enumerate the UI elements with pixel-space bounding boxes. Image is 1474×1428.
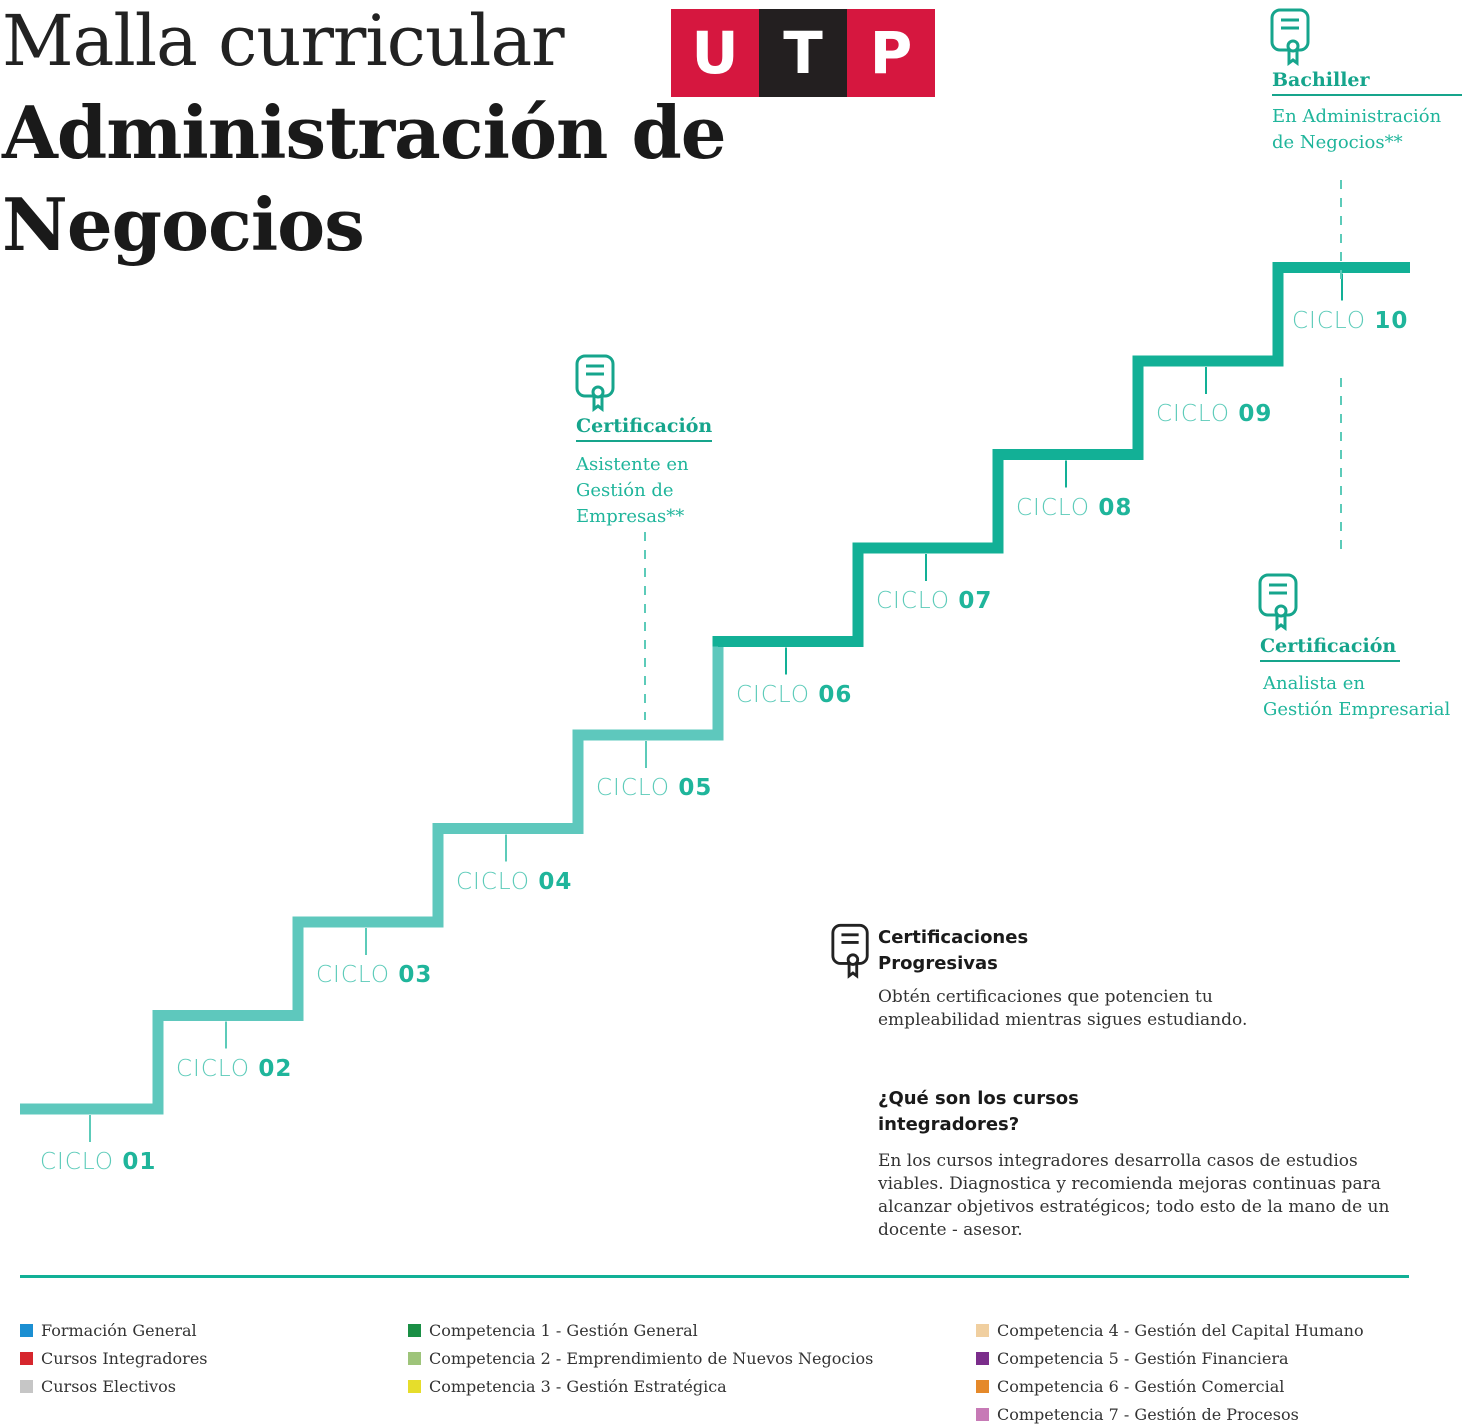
legend-swatch xyxy=(20,1379,33,1393)
staircase-path-cycles-6-10 xyxy=(712,262,1410,647)
utp-logo: U T P xyxy=(671,9,935,97)
legend-swatch xyxy=(20,1351,33,1365)
cert-progresivas-heading: Certificaciones Progresivas xyxy=(878,927,1029,974)
cycle-label-6: CICLO 06 xyxy=(736,681,853,708)
legend-swatch xyxy=(408,1351,421,1365)
certificate-icon xyxy=(831,923,869,979)
legend-label: Competencia 6 - Gestión Comercial xyxy=(997,1376,1285,1396)
cycle-label-2: CICLO 02 xyxy=(176,1055,293,1082)
legend-swatch xyxy=(20,1323,33,1337)
legend-item: Competencia 4 - Gestión del Capital Huma… xyxy=(976,1316,1364,1344)
cert-title-analista: Certificación xyxy=(1260,635,1400,662)
legend-item: Cursos Integradores xyxy=(20,1344,208,1372)
cert-title-bachiller: Bachiller xyxy=(1272,69,1462,96)
cycle-label-8: CICLO 08 xyxy=(1016,494,1133,521)
cycle-label-3: CICLO 03 xyxy=(316,962,433,988)
logo-letter-t: T xyxy=(759,9,847,97)
legend-item: Competencia 3 - Gestión Estratégica xyxy=(408,1372,873,1400)
staircase-diagram xyxy=(20,180,1410,1142)
legend-item: Competencia 1 - Gestión General xyxy=(408,1316,873,1344)
legend-label: Competencia 3 - Gestión Estratégica xyxy=(429,1376,727,1396)
title-line-3: Negocios xyxy=(2,182,365,267)
legend-label: Cursos Integradores xyxy=(41,1348,208,1368)
legend-swatch xyxy=(408,1323,421,1337)
cycle-label-4: CICLO 04 xyxy=(456,868,573,895)
legend-swatch xyxy=(976,1407,989,1421)
legend-item: Cursos Electivos xyxy=(20,1372,208,1400)
legend-item: Competencia 7 - Gestión de Procesos xyxy=(976,1400,1364,1428)
cycle-label-7: CICLO 07 xyxy=(876,588,993,614)
staircase-path-cycles-1-5 xyxy=(20,641,724,1115)
legend-label: Competencia 2 - Emprendimiento de Nuevos… xyxy=(429,1348,874,1368)
legend-label: Competencia 7 - Gestión de Procesos xyxy=(997,1404,1299,1424)
cycle-label-5: CICLO 05 xyxy=(596,775,713,801)
cycle-label-9: CICLO 09 xyxy=(1156,401,1273,427)
certificate-icon xyxy=(575,354,615,412)
legend-label: Formación General xyxy=(41,1320,197,1340)
cert-desc-asistente: Asistente en Gestión de Empresas** xyxy=(576,454,689,527)
certificate-icon xyxy=(1258,573,1298,631)
certificate-icon xyxy=(1270,8,1310,66)
cert-desc-analista: Analista en Gestión Empresarial xyxy=(1263,673,1451,720)
legend-item: Competencia 2 - Emprendimiento de Nuevos… xyxy=(408,1344,873,1372)
legend-swatch xyxy=(976,1379,989,1393)
legend-column-3: Competencia 4 - Gestión del Capital Huma… xyxy=(976,1316,1364,1428)
integradores-text: En los cursos integradores desarrolla ca… xyxy=(878,1151,1390,1240)
title-line-1: Malla curricular xyxy=(2,0,565,82)
legend-item: Competencia 5 - Gestión Financiera xyxy=(976,1344,1364,1372)
cycle-label-1: CICLO 01 xyxy=(40,1149,157,1175)
legend-swatch xyxy=(976,1351,989,1365)
legend-swatch xyxy=(408,1379,421,1393)
cert-title-asistente: Certificación xyxy=(576,415,713,442)
legend-item: Formación General xyxy=(20,1316,208,1344)
legend-label: Competencia 4 - Gestión del Capital Huma… xyxy=(997,1320,1364,1340)
cycle-label-10: CICLO 10 xyxy=(1292,307,1409,334)
legend-label: Competencia 1 - Gestión General xyxy=(429,1320,698,1340)
legend-label: Cursos Electivos xyxy=(41,1376,176,1396)
legend-item: Competencia 6 - Gestión Comercial xyxy=(976,1372,1364,1400)
logo-letter-u: U xyxy=(671,9,759,97)
legend-label: Competencia 5 - Gestión Financiera xyxy=(997,1348,1289,1368)
cert-desc-bachiller: En Administración de Negocios** xyxy=(1272,106,1442,153)
divider xyxy=(20,1275,1409,1278)
title-line-2: Administración de xyxy=(2,90,727,175)
logo-letter-p: P xyxy=(847,9,935,97)
integradores-heading: ¿Qué son los cursos integradores? xyxy=(878,1088,1079,1135)
legend-swatch xyxy=(976,1323,989,1337)
cert-progresivas-text: Obtén certificaciones que potencien tu e… xyxy=(878,987,1248,1030)
